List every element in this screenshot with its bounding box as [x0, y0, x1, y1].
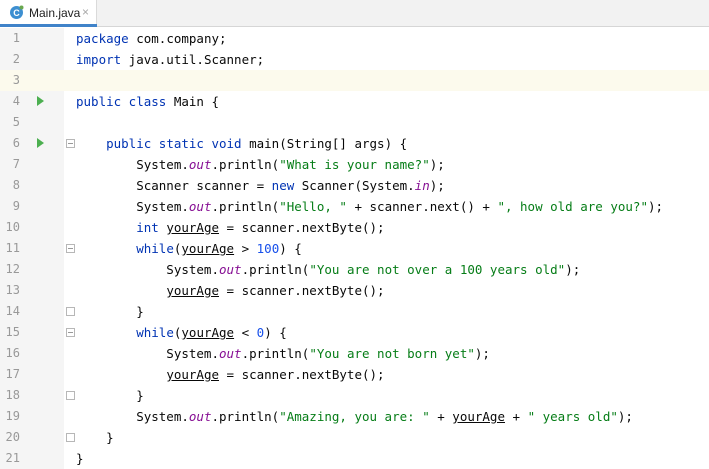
code-text: System.out.println("What is your name?")… — [76, 157, 445, 172]
code-text: } — [76, 430, 114, 445]
fold-icon[interactable] — [66, 307, 75, 316]
code-text: System.out.println("You are not over a 1… — [76, 262, 581, 277]
fold-icon[interactable] — [66, 244, 75, 253]
code-line[interactable]: 19 System.out.println("Amazing, you are:… — [0, 406, 709, 427]
code-line[interactable]: 4 public class Main { — [0, 91, 709, 112]
code-text: System.out.println("You are not born yet… — [76, 346, 490, 361]
code-line[interactable]: 9 System.out.println("Hello, " + scanner… — [0, 196, 709, 217]
code-line[interactable]: 3 — [0, 70, 709, 91]
fold-icon[interactable] — [66, 139, 75, 148]
editor-tab-bar: C Main.java × — [0, 0, 709, 27]
code-line[interactable]: 13 yourAge = scanner.nextByte(); — [0, 280, 709, 301]
code-line[interactable]: 5 — [0, 112, 709, 133]
tab-label: Main.java — [29, 6, 81, 20]
line-number: 14 — [5, 304, 20, 318]
line-number: 2 — [12, 52, 20, 66]
code-text: import java.util.Scanner; — [76, 52, 265, 67]
code-line[interactable]: 7 System.out.println("What is your name?… — [0, 154, 709, 175]
code-line[interactable]: 1 package com.company; — [0, 28, 709, 49]
code-line[interactable]: 12 System.out.println("You are not over … — [0, 259, 709, 280]
close-icon[interactable]: × — [82, 5, 90, 19]
code-line[interactable]: 15 while(yourAge < 0) { — [0, 322, 709, 343]
run-icon[interactable] — [37, 96, 44, 106]
line-number: 12 — [5, 262, 20, 276]
line-number: 11 — [5, 241, 20, 255]
line-number: 21 — [5, 451, 20, 465]
code-line[interactable]: 10 int yourAge = scanner.nextByte(); — [0, 217, 709, 238]
code-text: Scanner scanner = new Scanner(System.in)… — [76, 178, 445, 193]
line-number: 15 — [5, 325, 20, 339]
line-number: 3 — [12, 73, 20, 87]
line-number: 20 — [5, 430, 20, 444]
svg-text:C: C — [13, 8, 20, 18]
code-line[interactable]: 16 System.out.println("You are not born … — [0, 343, 709, 364]
code-line[interactable]: 6 public static void main(String[] args)… — [0, 133, 709, 154]
line-number: 19 — [5, 409, 20, 423]
code-line[interactable]: 18 } — [0, 385, 709, 406]
code-line[interactable]: 11 while(yourAge > 100) { — [0, 238, 709, 259]
line-number: 5 — [12, 115, 20, 129]
line-number: 9 — [12, 199, 20, 213]
code-line[interactable]: 20 } — [0, 427, 709, 448]
gutter — [0, 28, 64, 469]
fold-icon[interactable] — [66, 433, 75, 442]
code-text: public static void main(String[] args) { — [106, 136, 408, 151]
fold-icon[interactable] — [66, 391, 75, 400]
java-class-icon: C — [10, 5, 24, 19]
code-editor[interactable]: 1 package com.company; 2 import java.util.S… — [0, 28, 709, 469]
line-number: 6 — [12, 136, 20, 150]
line-number: 7 — [12, 157, 20, 171]
line-number: 1 — [12, 31, 20, 45]
code-line[interactable]: 14 } — [0, 301, 709, 322]
code-line[interactable]: 17 yourAge = scanner.nextByte(); — [0, 364, 709, 385]
code-text: } — [76, 304, 144, 319]
tab-main-java[interactable]: C Main.java × — [0, 0, 97, 27]
code-text: while(yourAge > 100) { — [136, 241, 302, 256]
code-text: package com.company; — [76, 31, 227, 46]
code-text: public class Main { — [76, 94, 219, 109]
code-text: yourAge = scanner.nextByte(); — [166, 367, 385, 382]
line-number: 10 — [5, 220, 20, 234]
code-line[interactable]: 21} — [0, 448, 709, 469]
code-text: System.out.println("Hello, " + scanner.n… — [76, 199, 664, 214]
line-number: 17 — [5, 367, 20, 381]
code-text: } — [76, 451, 84, 466]
line-number: 16 — [5, 346, 20, 360]
line-number: 8 — [12, 178, 20, 192]
line-number: 4 — [12, 94, 20, 108]
line-number: 18 — [5, 388, 20, 402]
fold-icon[interactable] — [66, 328, 75, 337]
code-text: yourAge = scanner.nextByte(); — [166, 283, 385, 298]
code-text: System.out.println("Amazing, you are: " … — [76, 409, 633, 424]
code-line[interactable]: 8 Scanner scanner = new Scanner(System.i… — [0, 175, 709, 196]
line-number: 13 — [5, 283, 20, 297]
active-tab-indicator — [0, 24, 97, 27]
code-line[interactable]: 2 import java.util.Scanner; — [0, 49, 709, 70]
code-text: int yourAge = scanner.nextByte(); — [136, 220, 385, 235]
code-text: } — [76, 388, 144, 403]
run-icon[interactable] — [37, 138, 44, 148]
code-text: while(yourAge < 0) { — [136, 325, 287, 340]
